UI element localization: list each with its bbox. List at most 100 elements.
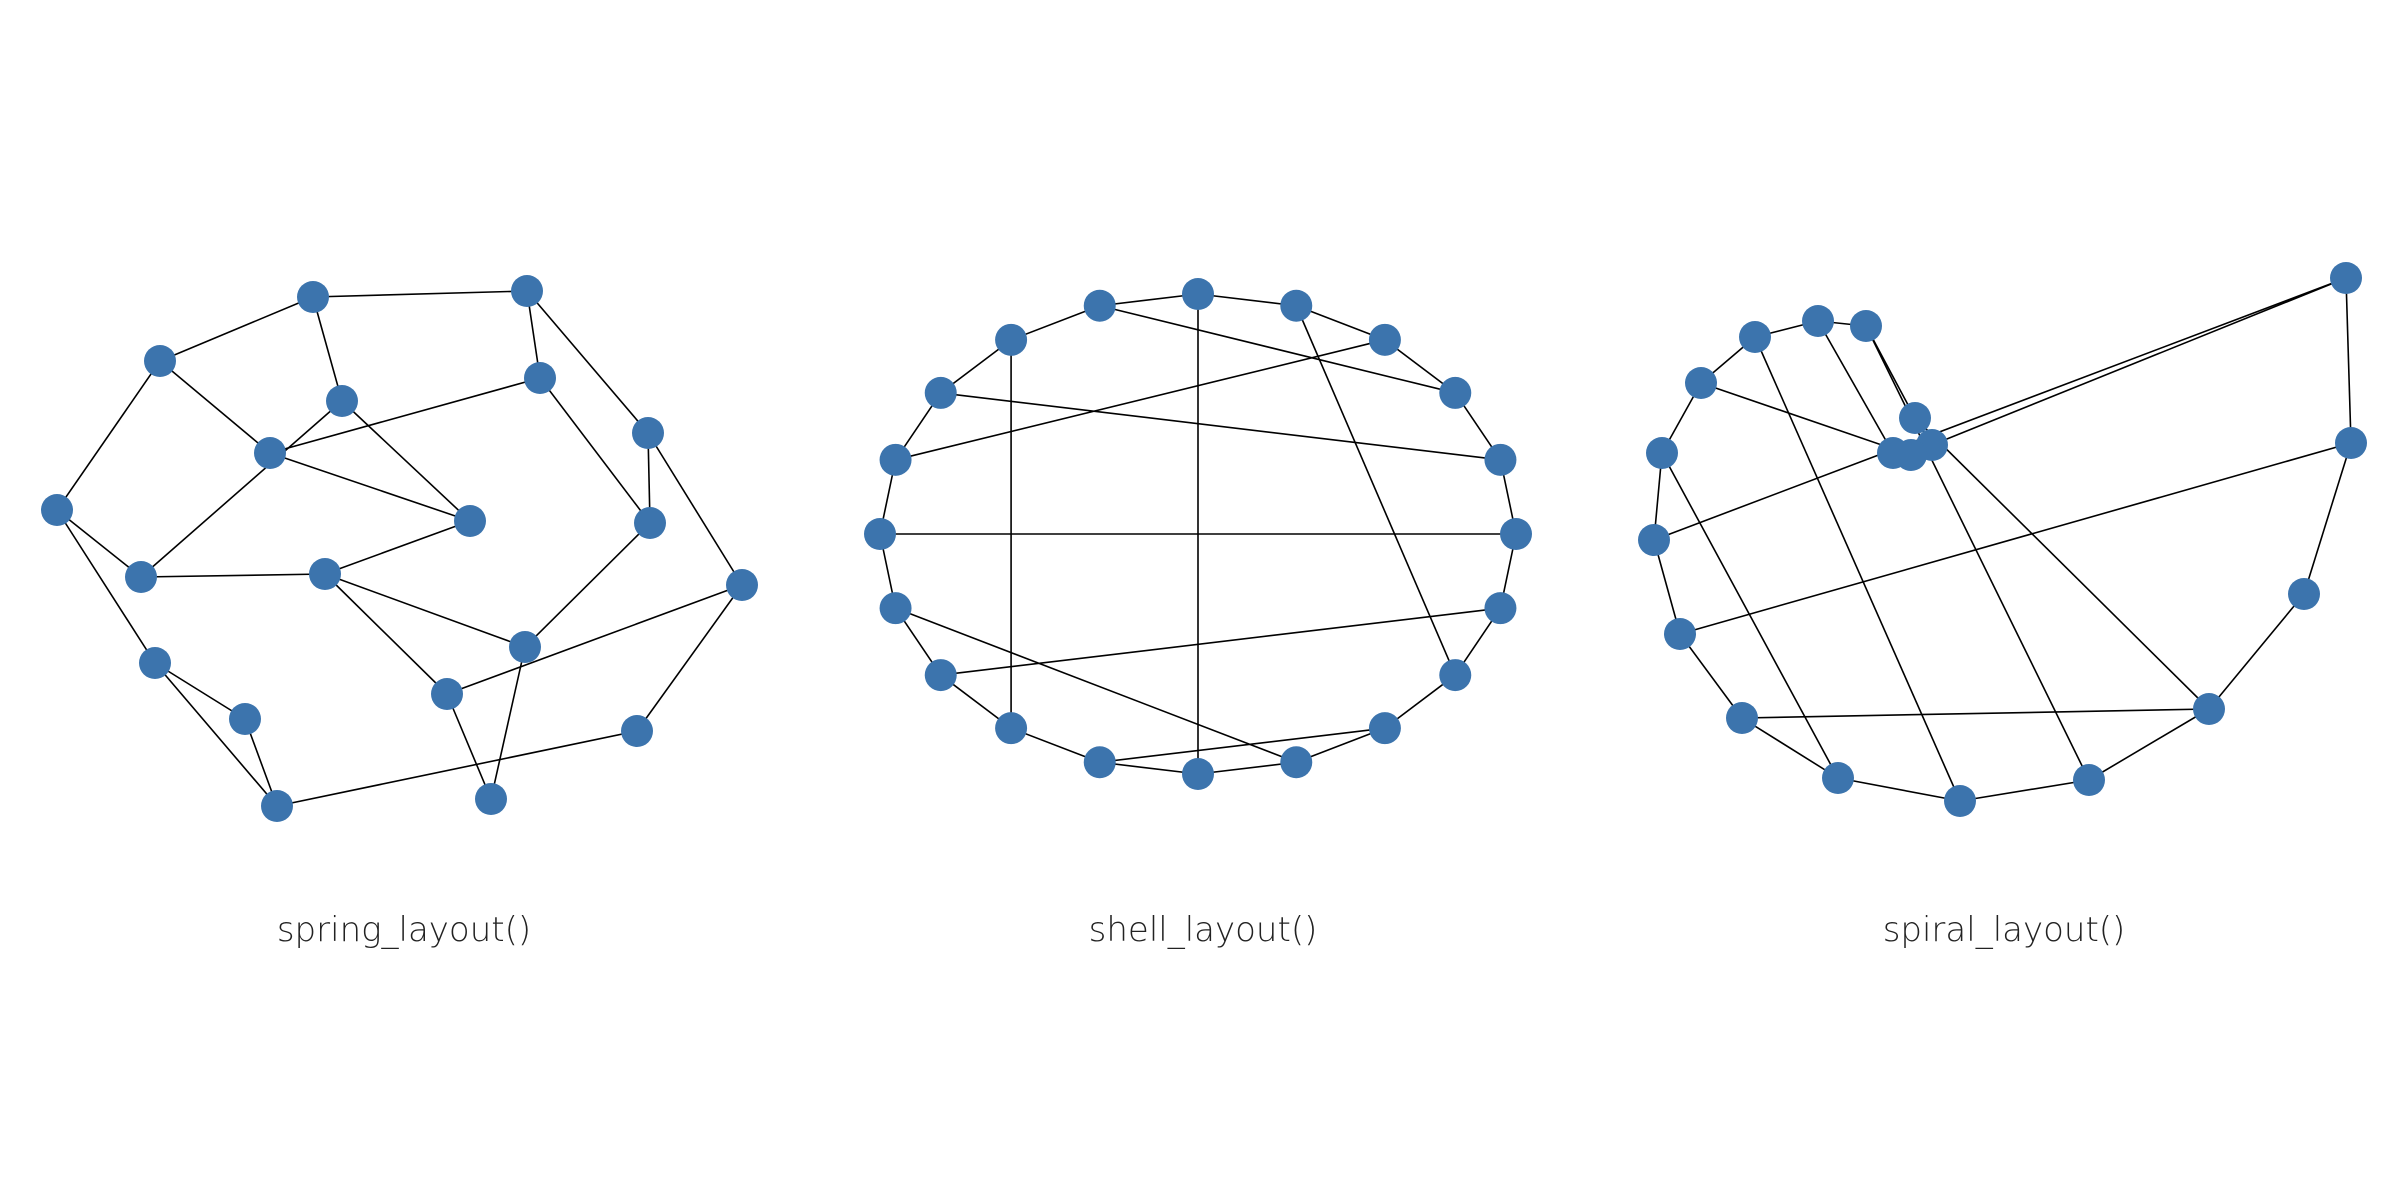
spiral-node-16 bbox=[2288, 578, 2320, 610]
shell-node-19 bbox=[1083, 289, 1116, 322]
spiral-edges bbox=[1653, 277, 2352, 802]
spring-edge-19 bbox=[56, 509, 156, 664]
spiral-edge-16 bbox=[2303, 442, 2352, 595]
spiral-node-0 bbox=[1899, 402, 1931, 434]
spring-node-10 bbox=[125, 561, 157, 593]
shell-node-7 bbox=[1439, 659, 1472, 692]
spiral-node-18 bbox=[2330, 262, 2362, 294]
spiral-node-8 bbox=[1646, 437, 1678, 469]
shell-node-8 bbox=[1368, 712, 1401, 745]
spring-node-3 bbox=[326, 385, 358, 417]
shell-node-1 bbox=[1280, 289, 1313, 322]
spring-edge-20 bbox=[324, 573, 448, 695]
spiral-layout-caption: spiral_layout() bbox=[1882, 910, 2126, 950]
spring-edge-11 bbox=[341, 400, 471, 522]
spring-edge-0 bbox=[312, 290, 528, 298]
shell-edge-19 bbox=[1099, 293, 1199, 307]
shell-node-0 bbox=[1182, 278, 1214, 310]
spring-node-14 bbox=[509, 631, 541, 663]
spring-edge-26 bbox=[154, 662, 246, 720]
spring-edge-18 bbox=[56, 509, 142, 578]
spiral-edge-27 bbox=[1865, 325, 2090, 781]
spring-edge-23 bbox=[490, 646, 526, 800]
shell-edge-22 bbox=[1099, 304, 1456, 394]
spiral-node-15 bbox=[2193, 693, 2225, 725]
shell-edge-0 bbox=[1197, 293, 1297, 307]
shell-edges bbox=[879, 293, 1517, 775]
spring-edge-16 bbox=[324, 573, 526, 648]
spring-edge-5 bbox=[269, 377, 541, 454]
spring-edge-10 bbox=[140, 400, 343, 578]
spring-node-16 bbox=[621, 715, 653, 747]
shell-node-16 bbox=[879, 443, 912, 476]
shell-edge-9 bbox=[1197, 761, 1297, 775]
shell-nodes bbox=[864, 278, 1532, 790]
shell-layout-graph bbox=[864, 278, 1532, 790]
spring-node-1 bbox=[511, 275, 543, 307]
shell-node-18 bbox=[995, 323, 1028, 356]
shell-node-11 bbox=[1083, 746, 1116, 779]
shell-node-12 bbox=[995, 712, 1028, 745]
spring-edge-13 bbox=[324, 520, 471, 575]
spiral-edge-18 bbox=[1931, 277, 2347, 446]
spiral-node-10 bbox=[1664, 618, 1696, 650]
shell-node-14 bbox=[879, 592, 912, 625]
spring-node-5 bbox=[632, 417, 664, 449]
spiral-edge-21 bbox=[1741, 708, 2210, 719]
spring-node-9 bbox=[634, 507, 666, 539]
shell-edge-25 bbox=[895, 339, 1386, 461]
spring-node-13 bbox=[139, 647, 171, 679]
shell-node-5 bbox=[1500, 518, 1532, 550]
spring-edge-24 bbox=[446, 693, 492, 800]
spring-edge-7 bbox=[526, 290, 649, 434]
spring-edge-22 bbox=[636, 584, 743, 732]
shell-node-3 bbox=[1439, 376, 1472, 409]
spring-node-0 bbox=[297, 281, 329, 313]
spiral-edge-17 bbox=[2345, 277, 2352, 444]
spring-node-18 bbox=[475, 783, 507, 815]
shell-node-6 bbox=[1484, 592, 1517, 625]
spring-node-11 bbox=[309, 558, 341, 590]
spiral-edge-26 bbox=[1661, 452, 1839, 779]
spiral-edge-13 bbox=[1959, 779, 2090, 802]
spiral-node-7 bbox=[1685, 367, 1717, 399]
shell-node-4 bbox=[1484, 443, 1517, 476]
spring-edge-27 bbox=[154, 662, 278, 807]
spiral-node-9 bbox=[1638, 524, 1670, 556]
shell-layout-caption: shell_layout() bbox=[1088, 910, 1318, 950]
spiral-node-14 bbox=[2073, 764, 2105, 796]
spring-node-4 bbox=[524, 362, 556, 394]
shell-edge-26 bbox=[895, 607, 1297, 764]
shell-edge-27 bbox=[940, 607, 1501, 676]
spring-node-12 bbox=[726, 569, 758, 601]
shell-node-13 bbox=[924, 659, 957, 692]
spring-edge-2 bbox=[312, 296, 343, 402]
spiral-node-5 bbox=[1802, 305, 1834, 337]
spiral-edge-22 bbox=[1914, 417, 2210, 710]
spiral-layout-graph bbox=[1638, 262, 2367, 817]
spring-edge-12 bbox=[269, 452, 471, 522]
spiral-node-12 bbox=[1822, 762, 1854, 794]
spiral-edge-11 bbox=[1741, 717, 1839, 779]
shell-node-15 bbox=[864, 518, 896, 550]
spring-nodes bbox=[41, 275, 758, 822]
spring-node-17 bbox=[229, 703, 261, 735]
shell-edge-24 bbox=[1295, 305, 1457, 676]
spring-edge-3 bbox=[56, 360, 161, 511]
spring-edge-15 bbox=[524, 522, 651, 648]
spring-edge-17 bbox=[140, 573, 326, 578]
spiral-node-13 bbox=[1944, 785, 1976, 817]
spiral-node-6 bbox=[1739, 321, 1771, 353]
shell-node-9 bbox=[1280, 746, 1313, 779]
spring-node-19 bbox=[261, 790, 293, 822]
spiral-edge-12 bbox=[1837, 777, 1961, 802]
shell-edge-29 bbox=[1099, 727, 1386, 764]
spring-node-8 bbox=[454, 505, 486, 537]
spiral-node-3 bbox=[1877, 437, 1909, 469]
spring-edge-21 bbox=[446, 584, 743, 695]
spiral-edge-15 bbox=[2208, 593, 2305, 710]
shell-node-2 bbox=[1368, 323, 1401, 356]
spiral-edge-14 bbox=[2088, 708, 2210, 781]
